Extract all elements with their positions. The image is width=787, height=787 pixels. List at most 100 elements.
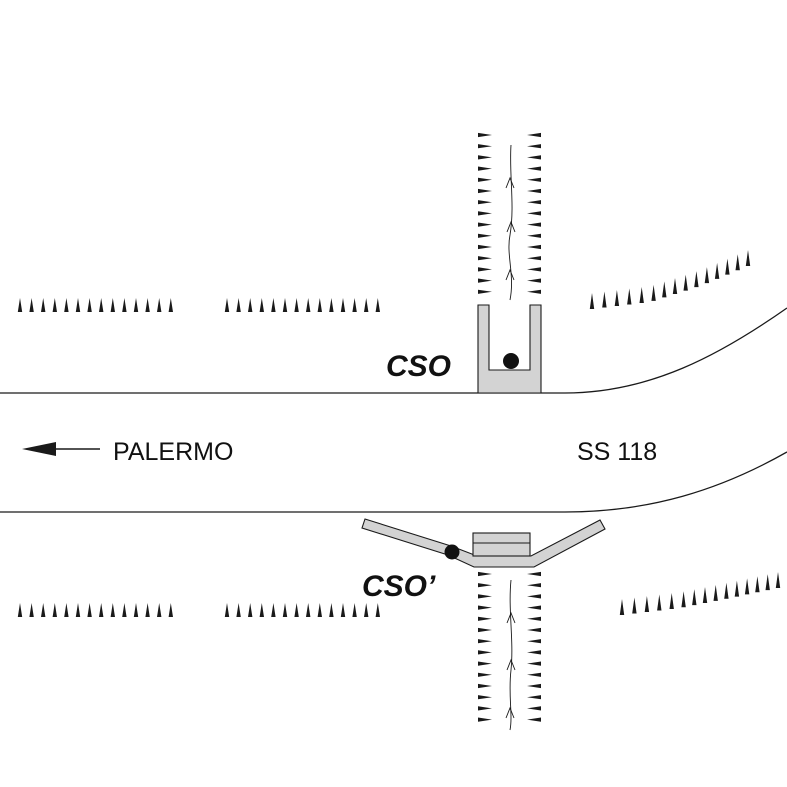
hachure-tick (683, 274, 688, 291)
hachure-tick (725, 258, 730, 275)
hachure-tick (478, 639, 492, 644)
hachure-tick (352, 298, 357, 312)
hachure-tick (702, 587, 708, 603)
hachure-tick (478, 605, 492, 610)
hachure-tick (259, 298, 264, 312)
outlet-headwall (472, 532, 531, 557)
hachure-tick (478, 278, 492, 283)
hachure-tick (145, 603, 150, 617)
hachure-tick (271, 298, 276, 312)
hachure-tick (735, 254, 740, 271)
direction-label: PALERMO (113, 438, 233, 466)
hachure-tick (527, 627, 541, 633)
hachure-tick (157, 298, 162, 312)
hachure-tick (29, 603, 34, 617)
hachure-tick (527, 222, 541, 227)
hachure-tick (704, 267, 710, 284)
hachure-tick (527, 177, 541, 182)
hachure-tick (271, 603, 276, 617)
hachure-tick (644, 596, 650, 612)
hachure-tick (52, 603, 57, 617)
hachure-tick (478, 200, 492, 205)
hachure-tick (755, 576, 760, 593)
hachure-tick (75, 298, 81, 312)
culvert-outlet-wingwalls (361, 518, 606, 568)
hachure-tick (340, 298, 346, 312)
station-downstream-label: CSO’ (362, 570, 436, 603)
direction-arrow-icon (22, 442, 100, 456)
hachure-tick (619, 599, 625, 615)
hachure-tick (672, 278, 678, 294)
hachure-tick (317, 298, 322, 312)
hachure-tick (478, 672, 492, 677)
downstream-flow-arrow (506, 658, 516, 671)
hachure-tick (294, 603, 299, 617)
hachure-tick (527, 717, 541, 722)
hachure-tick (527, 695, 541, 700)
hachure-tick (64, 603, 69, 617)
hachure-tick (248, 603, 253, 617)
hachure-tick (478, 256, 492, 261)
hachure-tick (527, 166, 541, 171)
embankment-hachures (17, 132, 781, 722)
hachure-tick (527, 188, 541, 194)
hachure-tick (64, 298, 69, 312)
hachure-tick (340, 603, 346, 617)
hachure-tick (282, 603, 288, 617)
hachure-tick (527, 233, 541, 238)
hachure-tick (478, 222, 492, 227)
hachure-tick (145, 298, 150, 312)
hachure-tick (41, 603, 46, 617)
hachure-tick (589, 293, 595, 309)
upstream-flow-arrow (505, 268, 515, 281)
hachure-tick (713, 584, 718, 601)
stream-channels (505, 144, 516, 731)
hachure-tick (236, 603, 241, 617)
cso-prime-point-marker (444, 544, 460, 560)
hachure-tick (692, 589, 697, 606)
hachure-tick (364, 603, 369, 617)
hachure-tick (527, 289, 541, 294)
hachure-tick (317, 603, 322, 617)
hachure-tick (527, 639, 541, 644)
hachure-tick (87, 603, 92, 617)
hachure-tick (527, 594, 541, 599)
hachure-tick (110, 298, 115, 312)
hachure-tick (306, 603, 311, 617)
hachure-tick (478, 616, 492, 621)
hachure-tick (714, 262, 720, 279)
station-upstream-label: CSO (386, 350, 451, 383)
cso-point-marker (503, 353, 519, 369)
hachure-tick (478, 706, 492, 711)
hachure-tick (478, 166, 492, 171)
hachure-tick (527, 683, 541, 689)
hachure-tick (527, 605, 541, 610)
hachure-tick (681, 591, 686, 608)
hachure-tick (478, 661, 492, 666)
hachure-tick (527, 672, 541, 677)
hachure-tick (745, 250, 751, 266)
hachure-tick (259, 603, 264, 617)
hachure-tick (669, 593, 674, 609)
upstream-flow-arrow (506, 220, 516, 233)
hachure-tick (282, 298, 288, 312)
hachure-tick (639, 287, 644, 303)
hachure-tick (602, 291, 607, 308)
hachure-tick (17, 298, 23, 312)
hachure-tick (744, 578, 750, 595)
hachure-tick (99, 298, 104, 312)
hachure-tick (375, 298, 380, 312)
hachure-tick (527, 661, 541, 666)
hachure-tick (29, 298, 34, 312)
hachure-tick (478, 717, 492, 722)
hachure-tick (694, 271, 699, 288)
hachure-tick (527, 144, 541, 149)
hachure-tick (527, 256, 541, 261)
road-edge-north (0, 307, 787, 394)
hachure-tick (364, 298, 369, 312)
hachure-tick (627, 288, 632, 305)
hachure-tick (236, 298, 241, 312)
hachure-tick (527, 650, 541, 655)
hachure-tick (614, 290, 620, 306)
hachure-tick (168, 603, 173, 617)
